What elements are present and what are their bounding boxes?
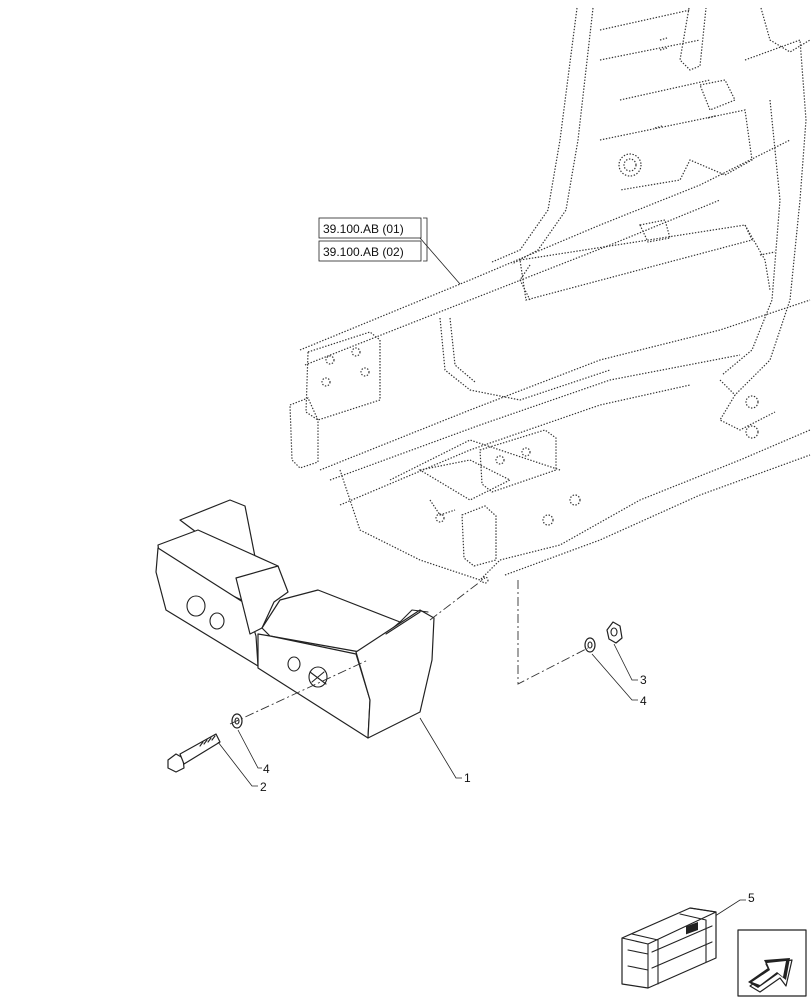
callout-2[interactable]: 2 xyxy=(260,780,267,794)
washer-right xyxy=(584,637,596,653)
reference-label-2[interactable]: 39.100.AB (02) xyxy=(323,245,404,259)
reference-box-1 xyxy=(318,217,422,239)
callout-1[interactable]: 1 xyxy=(464,771,471,785)
nut xyxy=(606,621,623,644)
callouts: 1 2 4 3 4 5 xyxy=(260,673,755,905)
chassis-frame xyxy=(289,7,811,584)
assembly-centerlines xyxy=(229,577,589,725)
counterweight xyxy=(155,499,435,739)
callout-4-right[interactable]: 4 xyxy=(640,694,647,708)
arrow-icon[interactable] xyxy=(737,929,807,997)
callout-5[interactable]: 5 xyxy=(748,891,755,905)
reference-labels: 39.100.AB (01) 39.100.AB (02) xyxy=(318,217,461,285)
leader-lines xyxy=(217,643,746,919)
bolt xyxy=(167,733,221,773)
reference-box-2 xyxy=(318,240,422,262)
crate-icon xyxy=(621,907,717,989)
callout-4-left[interactable]: 4 xyxy=(263,762,270,776)
reference-label-1[interactable]: 39.100.AB (01) xyxy=(323,222,404,236)
callout-3[interactable]: 3 xyxy=(640,673,647,687)
